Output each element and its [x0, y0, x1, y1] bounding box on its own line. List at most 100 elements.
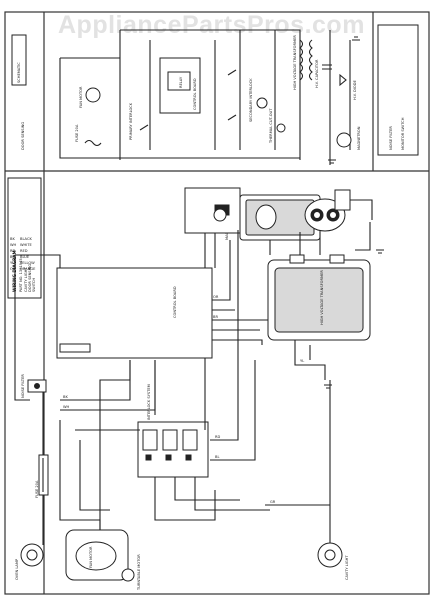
- switch-symbol: [227, 69, 237, 76]
- legend-color: BLACK: [20, 237, 32, 241]
- fuse-symbol: [84, 139, 102, 147]
- wire-color-tag: BL: [215, 455, 219, 459]
- magnetron-label-top: MAGNETRON: [357, 126, 361, 150]
- oven-lamp-socket: [26, 549, 38, 561]
- watermark: AppliancePartsPros.com: [58, 11, 365, 39]
- wire: [212, 240, 231, 301]
- lamp-symbol: [256, 97, 268, 109]
- wire-color-tag: BK: [63, 395, 68, 399]
- thermal-cutout-symbol: [276, 123, 286, 133]
- hv-capacitor-label: H.V. CAPACITOR: [315, 59, 319, 88]
- secondary-interlock-label: SECONDARY INTERLOCK: [249, 78, 253, 122]
- turntable-motor-body: [121, 568, 135, 582]
- fan-motor-symbol: [85, 87, 101, 103]
- thermal-cutout-label: THERMAL CUT-OUT: [269, 108, 273, 144]
- fan-motor: FAN MOTOR: [65, 529, 129, 581]
- wire: [194, 477, 270, 511]
- legend-code: RD: [10, 249, 15, 253]
- cavity-lamp-base: [324, 549, 336, 561]
- thermal-cutout-hole: [314, 212, 320, 218]
- schematic-wire: [120, 29, 301, 160]
- primary-interlock-label: PRIMARY INTERLOCK: [129, 102, 133, 140]
- relay-knob: [213, 208, 227, 222]
- title-block-line: SWITCH: [32, 278, 36, 292]
- transformer-tab: [329, 254, 345, 264]
- schematic-wire: [59, 58, 300, 159]
- legend-code: BL: [10, 255, 14, 259]
- wire-color-tag: WH: [63, 405, 70, 409]
- legend-code: OR: [10, 267, 16, 271]
- relay-box: [167, 71, 191, 91]
- wire: [60, 360, 156, 411]
- diode-symbol: [339, 73, 347, 87]
- interlock-terminal: [185, 454, 192, 461]
- oven-lamp: OVEN LAMP: [15, 543, 44, 580]
- noise-filter-text: NOISE FILTER: [21, 374, 25, 398]
- relay-module: [184, 187, 241, 234]
- interlock-system: INTERLOCK SYSTEM: [137, 384, 209, 478]
- title-block-line: CAVITY LIGHT: [24, 267, 28, 292]
- transformer-coil: [299, 39, 304, 81]
- ground-symbol: [324, 384, 332, 389]
- magnetron: MAGNETRON: [225, 194, 321, 241]
- title-block-line: DOOR SENSING: [28, 264, 32, 292]
- transformer-coil: [308, 39, 313, 81]
- fan-motor-rotor: [75, 541, 117, 571]
- switch-symbol: [139, 124, 149, 131]
- oven-lamp-text: OVEN LAMP: [15, 558, 19, 580]
- legend-color: YELLOW: [20, 261, 35, 265]
- interlock-switch: [182, 429, 198, 451]
- wire: [174, 477, 240, 501]
- magnetron-core: [255, 204, 277, 230]
- monitor-switch-label: MONITOR SWITCH: [401, 117, 405, 150]
- ground-symbol: [328, 159, 336, 164]
- fuse-text: FUSE 20A: [35, 480, 39, 498]
- fan-motor-label: FAN MOTOR: [79, 86, 83, 108]
- legend-color: WHITE: [20, 243, 33, 247]
- noise-filter-terminal: [34, 383, 40, 389]
- fuse-label-top: FUSE 20A: [75, 124, 79, 142]
- wire: [355, 222, 371, 251]
- wire-color-tag: YL: [300, 359, 304, 363]
- control-board: [56, 267, 213, 359]
- wire-color-tag: BR: [213, 315, 218, 319]
- cavity-lamp: CAVITY LIGHT: [317, 542, 349, 580]
- wire-color-tag: OR: [213, 295, 219, 299]
- title-block: WIRING DIAGRAM PART NO. 1391945 CAVITY L…: [7, 177, 42, 299]
- hv-diode-label: H.V. DIODE: [353, 80, 357, 100]
- control-board-connector: [59, 343, 91, 353]
- wire: [99, 360, 131, 530]
- title-block-part-no: PART NO. 1391945: [19, 258, 23, 292]
- wire: [154, 477, 216, 521]
- hv-diode-block: [334, 189, 351, 211]
- interlock-switch: [142, 429, 158, 451]
- legend-color: ORANGE: [20, 267, 36, 271]
- thermal-cutout-hole: [330, 212, 336, 218]
- legend-code: WH: [10, 243, 17, 247]
- schematic-label: SCHEMATIC: [17, 62, 21, 83]
- transformer-core: [274, 267, 364, 333]
- interlock-terminal: [145, 454, 152, 461]
- magnetron-symbol: [336, 132, 352, 148]
- schematic-note: DOOR SENSING: [21, 122, 25, 150]
- fan-motor-text: FAN MOTOR: [89, 546, 93, 568]
- outer-frame: [4, 11, 430, 595]
- wire: [294, 340, 326, 380]
- schematic-legend-block: NOISE FILTER MONITOR SWITCH: [377, 24, 419, 156]
- wire: [14, 255, 30, 401]
- interlock-text: INTERLOCK SYSTEM: [147, 384, 151, 420]
- legend-color: RED: [20, 249, 28, 253]
- legend-code: YL: [10, 261, 14, 265]
- wire-color-tag: GR: [270, 500, 276, 504]
- schematic-section: SCHEMATIC DOOR SENSING CONTROL BOARD REL…: [11, 29, 361, 165]
- wire-color-legend: BK WH RD BL YL OR BLACK WHITE RED BLUE Y…: [10, 237, 36, 271]
- wire: [210, 230, 239, 441]
- wiring-section: CONTROL BOARD MAGNETRON: [14, 187, 384, 591]
- transformer-tab: [289, 254, 305, 264]
- ground-symbol: [352, 36, 360, 41]
- hv-diode-wire: [350, 199, 373, 220]
- capacitor-symbol: [322, 64, 332, 70]
- hv-transformer-label: HIGH VOLTAGE TRANSFORMER: [293, 35, 297, 90]
- control-board-text: CONTROL BOARD: [173, 286, 177, 318]
